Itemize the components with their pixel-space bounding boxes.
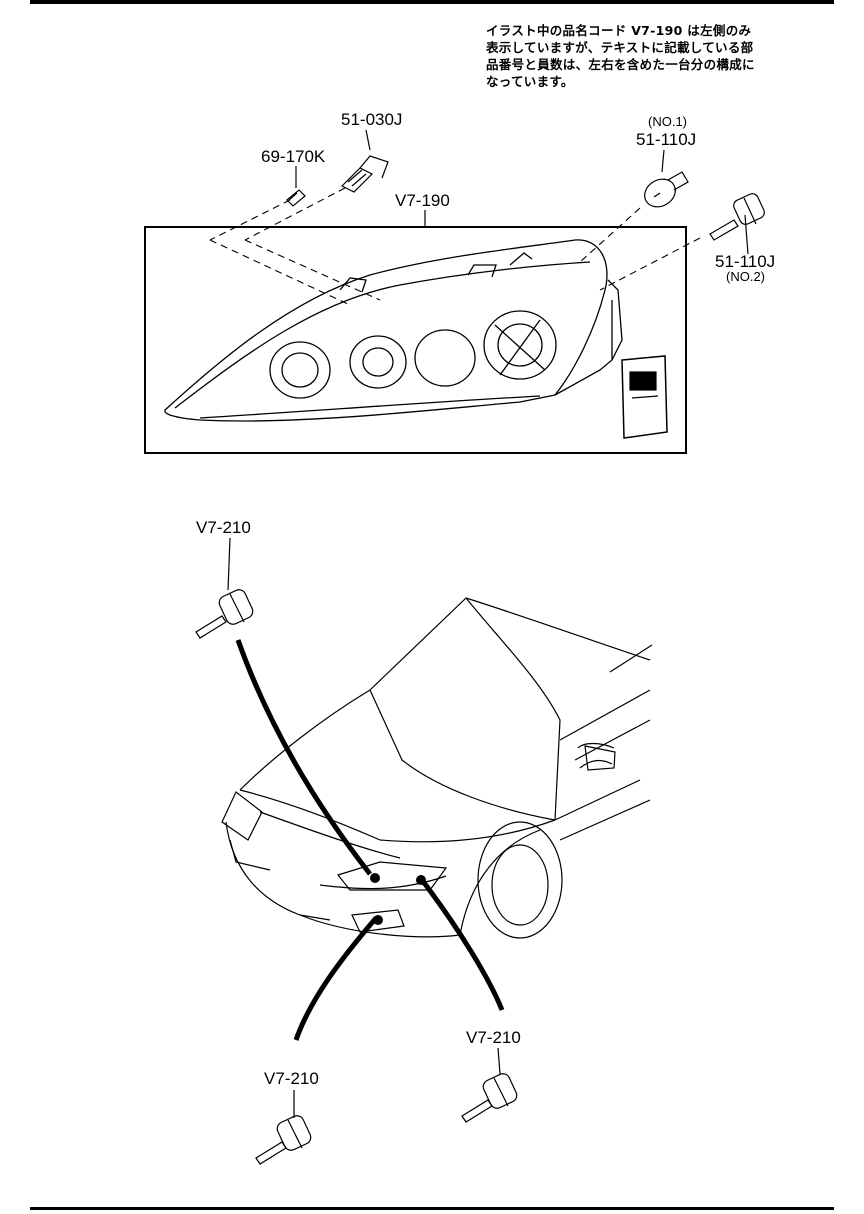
label-fog-bulb-top: V7-210 <box>196 518 251 537</box>
fog-bulb-icon-bottom-right <box>461 1073 518 1123</box>
headlamp-body <box>164 239 623 422</box>
position-bulb-icon <box>286 189 306 207</box>
note-line-4: なっています。 <box>486 74 574 89</box>
label-turn-bulb-number: (NO.1) <box>648 114 687 129</box>
illustration-note: イラスト中の品名コード V7-190 は左側のみ 表示していますが、テキストに記… <box>486 22 816 90</box>
bulb-location-dots <box>370 873 426 925</box>
headlamp-frame <box>144 226 687 454</box>
fog-bulb-icon-bottom-left <box>255 1115 312 1165</box>
label-halogen-bulb: 51-110J <box>715 252 775 271</box>
car-illustration <box>221 597 653 939</box>
note-line-1: イラスト中の品名コード V7-190 は左側のみ <box>486 23 752 38</box>
label-fog-bulb-bottom-left: V7-210 <box>264 1069 319 1088</box>
label-fog-bulb-bottom-right: V7-210 <box>466 1028 521 1047</box>
label-turn-bulb: 51-110J <box>636 130 696 149</box>
label-position-bulb: 69-170K <box>261 147 326 166</box>
label-halogen-bulb-number: (NO.2) <box>726 269 765 284</box>
bulb-location-leaders <box>235 639 505 1041</box>
socket-icon <box>340 155 389 193</box>
bottom-rule <box>30 1207 834 1210</box>
turn-bulb-icon <box>644 171 689 208</box>
note-line-3: 品番号と員数は、左右を含めた一台分の構成に <box>486 57 755 72</box>
assembly-dashed-lines <box>209 187 701 306</box>
manual-booklet-icon <box>621 355 668 439</box>
label-bulb-socket: 51-030J <box>341 110 402 129</box>
note-line-2: 表示していますが、テキストに記載している部 <box>486 40 754 55</box>
halogen-bulb-icon <box>709 193 765 241</box>
fog-bulb-icon-top <box>195 589 254 639</box>
label-headlamp-assembly: V7-190 <box>395 191 450 210</box>
top-rule <box>30 0 834 4</box>
